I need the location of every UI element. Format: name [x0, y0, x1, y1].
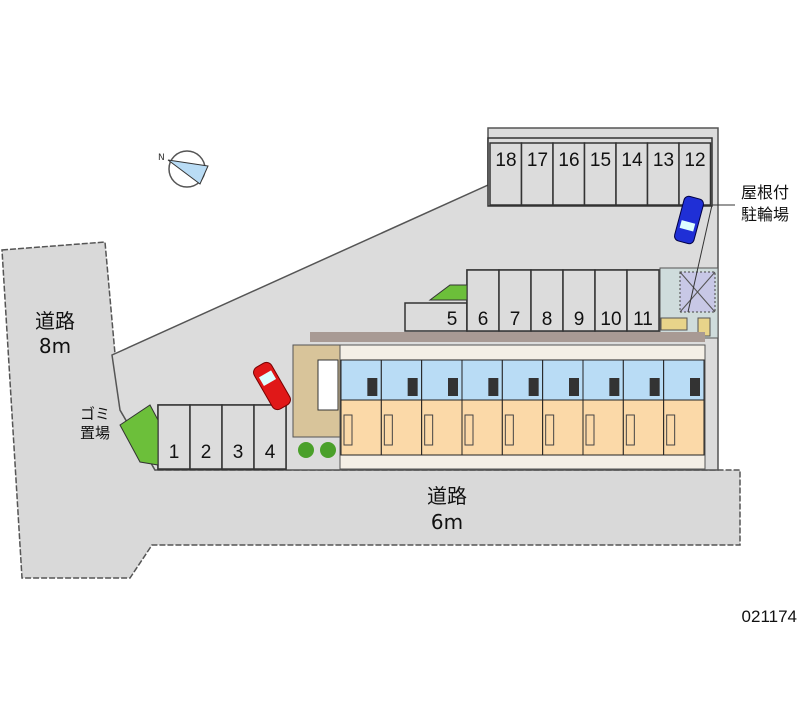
road-left-name: 道路 — [35, 309, 75, 333]
parking-spot-11 — [626, 269, 660, 332]
parking-spot-number: 14 — [621, 150, 643, 171]
north-compass-icon: N — [158, 150, 209, 188]
parking-spot-3 — [221, 404, 255, 470]
parking-spot-5 — [404, 302, 468, 332]
parking-spot-number: 10 — [600, 309, 621, 330]
parking-spot-number: 7 — [510, 309, 521, 330]
parking-spot-4 — [253, 404, 287, 470]
parking-spot-17 — [520, 142, 554, 206]
garbage-label: ゴミ — [80, 405, 110, 423]
parking-spot-number: 11 — [633, 309, 653, 330]
road-bottom-width: 6m — [431, 510, 463, 534]
stairs-icon — [317, 359, 339, 411]
parking-spot-8 — [530, 269, 564, 332]
parking-spot-number: 12 — [684, 150, 705, 171]
parking-spot-13 — [646, 142, 680, 206]
parking-spot-number: 9 — [574, 309, 585, 330]
parking-spot-2 — [189, 404, 223, 470]
apartment-unit — [461, 359, 503, 456]
parking-spot-18 — [489, 142, 523, 206]
parking-spot-1 — [157, 404, 191, 470]
road-bottom-name: 道路 — [427, 484, 467, 508]
red-car-icon — [253, 361, 291, 411]
planting-area — [428, 284, 468, 301]
blue-car-icon — [674, 195, 704, 245]
parking-spot-number: 8 — [542, 309, 553, 330]
parking-spot-number: 2 — [201, 442, 212, 463]
apartment-unit — [340, 359, 382, 456]
parking-spot-16 — [552, 142, 586, 206]
parking-spot-15 — [583, 142, 617, 206]
parking-spot-number: 17 — [527, 150, 548, 171]
walkway — [310, 332, 705, 342]
parking-spot-number: 6 — [478, 309, 489, 330]
garbage-label: 置場 — [80, 424, 110, 442]
parking-spot-10 — [594, 269, 628, 332]
parking-spot-number: 18 — [495, 150, 516, 171]
road-8m — [1, 241, 741, 579]
parking-spot-7 — [498, 269, 532, 332]
svg-text:N: N — [158, 153, 165, 163]
road-left-width: 8m — [39, 334, 71, 358]
shrub-icon — [298, 442, 314, 458]
parking-spot-number: 15 — [590, 150, 611, 171]
apartment-unit — [663, 359, 705, 456]
parking-row-top: 18 17 16 15 14 13 12 — [487, 137, 713, 207]
apartment-unit — [542, 359, 584, 456]
parking-spot-number: 3 — [233, 442, 244, 463]
parking-spot-number: 1 — [169, 442, 180, 463]
parking-spot-number: 13 — [653, 150, 674, 171]
apartment-unit — [501, 359, 544, 456]
apartment-unit — [380, 359, 423, 456]
bike-parking-label: 屋根付 — [741, 183, 789, 202]
parking-spot-12 — [678, 142, 712, 206]
shrub-icon — [320, 442, 336, 458]
apartment-building — [339, 344, 706, 470]
covered-bike-parking — [659, 204, 735, 339]
parking-spot-number: 4 — [265, 442, 276, 463]
apartment-unit — [421, 359, 463, 456]
parking-spot-14 — [615, 142, 649, 206]
parking-spot-number: 16 — [558, 150, 579, 171]
bike-parking-label: 駐輪場 — [741, 205, 789, 224]
parking-spot-6 — [466, 269, 500, 332]
apartment-unit — [582, 359, 624, 456]
property-code: 021174 — [742, 607, 797, 626]
parking-spot-number: 5 — [447, 309, 458, 330]
garbage-area — [119, 404, 159, 466]
apartment-unit — [622, 359, 665, 456]
